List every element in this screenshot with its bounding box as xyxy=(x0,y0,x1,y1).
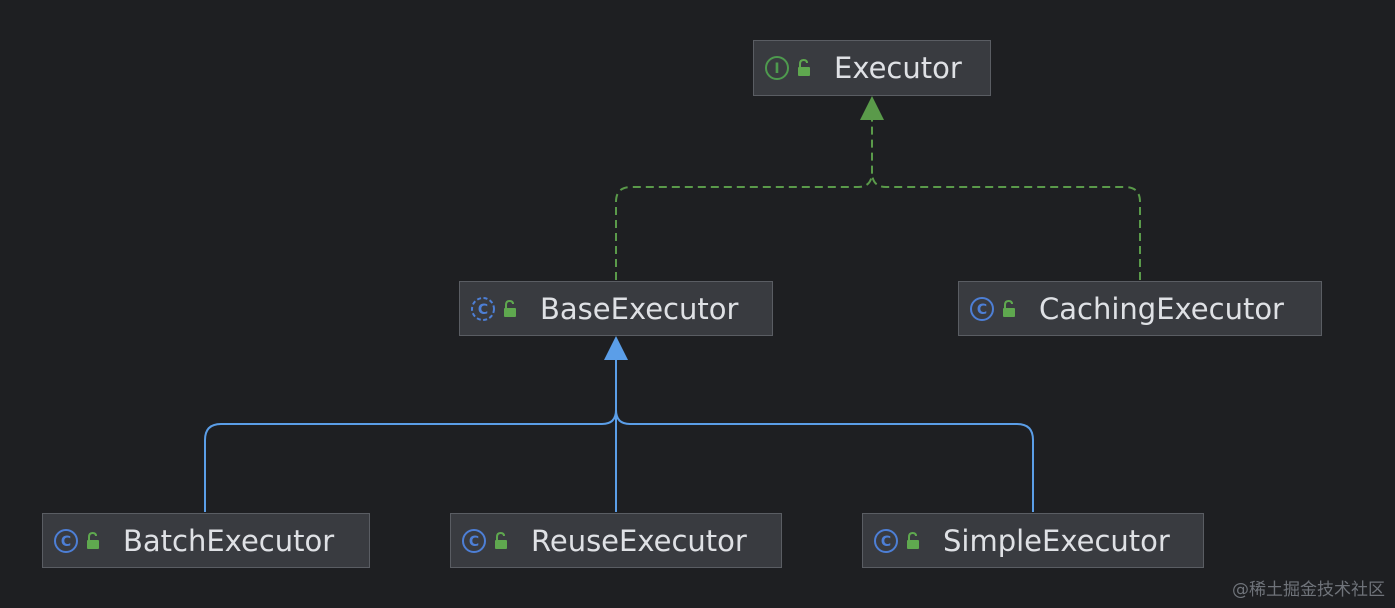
interface-icon: I xyxy=(765,56,789,80)
svg-text:C: C xyxy=(61,534,71,550)
svg-text:I: I xyxy=(774,61,779,77)
svg-text:C: C xyxy=(977,302,987,318)
edge-base-executor-to-executor xyxy=(615,118,873,280)
node-label: SimpleExecutor xyxy=(943,523,1170,558)
svg-text:C: C xyxy=(881,534,891,550)
class-icon: C xyxy=(970,296,994,321)
extends-arrowhead xyxy=(604,336,628,360)
svg-text:C: C xyxy=(469,534,479,550)
node-simple-executor[interactable]: C SimpleExecutor xyxy=(862,513,1204,568)
watermark: @稀土掘金技术社区 xyxy=(1232,580,1385,600)
node-label: BaseExecutor xyxy=(540,291,739,326)
node-label: BatchExecutor xyxy=(123,523,335,558)
class-icon: C xyxy=(54,528,78,553)
edge-simple-executor-to-base-executor xyxy=(615,409,1034,512)
node-batch-executor[interactable]: C BatchExecutor xyxy=(42,513,370,568)
class-icon: C xyxy=(462,528,486,553)
unlocked-padlock-icon xyxy=(1003,299,1015,317)
node-label: CachingExecutor xyxy=(1039,291,1284,326)
unlocked-padlock-icon xyxy=(907,531,919,549)
node-label: ReuseExecutor xyxy=(531,523,747,558)
unlocked-padlock-icon xyxy=(504,299,516,317)
unlocked-padlock-icon xyxy=(798,59,810,76)
implements-edges xyxy=(615,118,1141,280)
unlocked-padlock-icon xyxy=(495,531,507,549)
node-label: Executor xyxy=(834,51,962,85)
edge-batch-executor-to-base-executor xyxy=(204,358,617,512)
abstract-class-icon: C xyxy=(471,296,495,321)
node-base-executor[interactable]: C BaseExecutor xyxy=(459,281,773,336)
edge-caching-executor-to-executor xyxy=(871,171,1141,280)
svg-text:C: C xyxy=(478,302,488,318)
class-icon: C xyxy=(874,528,898,553)
node-executor[interactable]: I Executor xyxy=(753,40,991,96)
extends-edges xyxy=(204,358,1034,512)
implements-arrowhead xyxy=(860,96,884,120)
node-caching-executor[interactable]: C CachingExecutor xyxy=(958,281,1322,336)
unlocked-padlock-icon xyxy=(87,531,99,549)
node-reuse-executor[interactable]: C ReuseExecutor xyxy=(450,513,782,568)
